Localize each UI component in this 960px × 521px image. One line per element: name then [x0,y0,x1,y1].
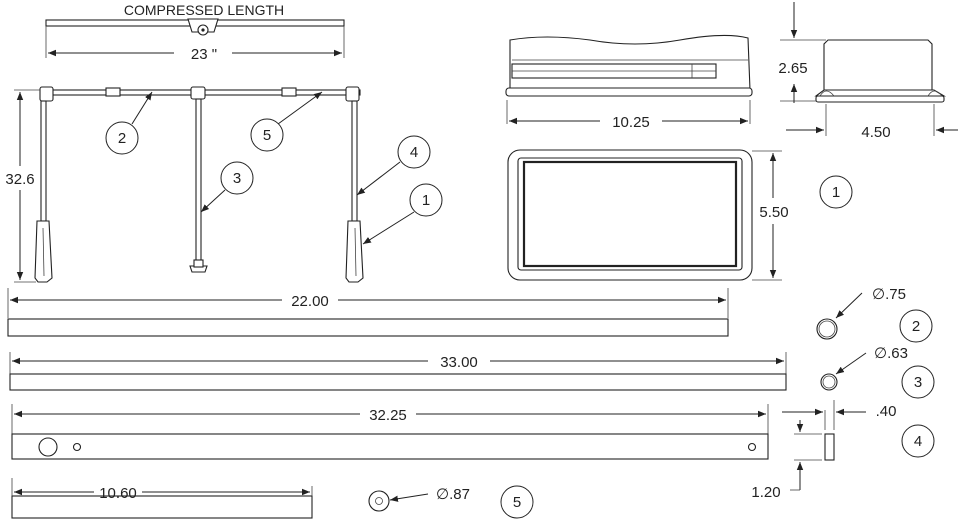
rail-3225-value: 32.25 [369,407,407,424]
frame-height-value: 32.6 [5,171,34,188]
callout-frame-5: 5 [250,91,323,152]
dim-frame-height: 32.6 [5,89,40,283]
svg-text:1: 1 [422,192,430,209]
base-length-value: 10.25 [612,114,650,131]
dia-087-value: ∅.87 [436,486,470,503]
dim-base-width: 5.50 [752,150,789,281]
base-depth-value: 4.50 [861,124,890,141]
dim-compressed-23: 23 " [48,46,342,63]
svg-text:2: 2 [118,130,126,147]
rail-33: 33.00 [9,352,787,391]
section-4: .40 1.20 4 [751,400,935,501]
height-120-value: 1.20 [751,484,780,501]
dim-base-length: 10.25 [506,100,751,131]
section-5: ∅.87 5 [368,485,534,519]
svg-text:2: 2 [912,318,920,335]
compressed-length-title: COMPRESSED LENGTH [124,2,284,18]
dim-base-depth: 4.50 [786,104,958,141]
rail-33-value: 33.00 [440,354,478,371]
base-end-view [814,39,946,103]
dim-base-height: 2.65 [778,2,826,103]
section-2: ∅.75 2 [816,286,933,343]
rail-22: 22.00 [7,288,729,337]
svg-text:3: 3 [914,374,922,391]
rail-1060: 10.60 [11,478,313,519]
dia-075-value: ∅.75 [872,286,906,303]
svg-text:3: 3 [233,170,241,187]
svg-text:5: 5 [263,127,271,144]
dia-063-value: ∅.63 [874,345,908,362]
base-width-value: 5.50 [759,204,788,221]
base-side-view [505,34,753,97]
svg-text:4: 4 [410,144,418,161]
svg-text:5: 5 [513,494,521,511]
base-top-view [507,149,753,281]
base-height-value: 2.65 [778,60,807,77]
rail-1060-value: 10.60 [99,485,137,502]
section-3: ∅.63 3 [820,345,935,399]
callout-frame-3: 3 [200,161,254,213]
callout-base-1: 1 [819,175,853,209]
callout-frame-2: 2 [105,91,153,155]
rail-22-value: 22.00 [291,293,329,310]
compressed-rod [45,18,345,58]
rail-3225: 32.25 [11,404,769,460]
compressed-length-value: 23 " [191,46,217,63]
thickness-040-value: .40 [876,403,897,420]
callout-frame-1: 1 [362,183,443,245]
assembled-frame [34,86,364,283]
svg-text:4: 4 [914,433,922,450]
svg-text:1: 1 [832,184,840,201]
callout-frame-4: 4 [356,135,431,196]
